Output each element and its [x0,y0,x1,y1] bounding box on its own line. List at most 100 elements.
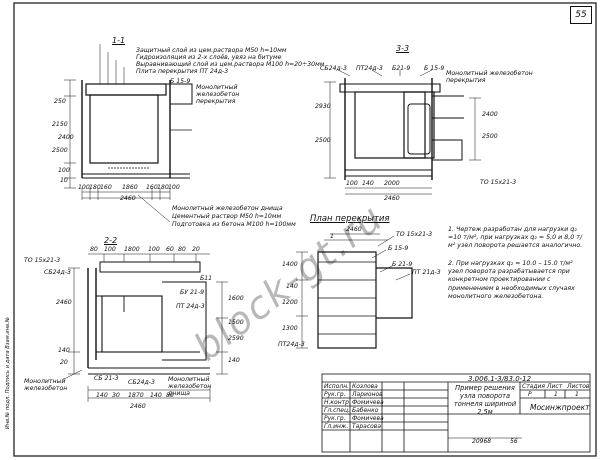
dim-bottom: 2000 [384,180,400,187]
bottom-ref: ТО 15x21-3 [480,179,517,186]
dim-total: 2460 [130,403,146,410]
staff-name: Бабенко [352,407,379,414]
dim-top: 2460 [346,226,362,233]
dim-left: 250 [54,98,66,105]
tb-value: Р [528,391,532,398]
staff-name: Тарасова [352,423,382,430]
dim-left: 2460 [56,299,72,306]
tb-value: 1 [554,391,558,398]
ref-label: Б 15-9 [424,65,445,72]
dim-bottom: 100 [168,184,180,191]
dim-top: 80 [178,246,186,253]
top-ref: ТО 15x21-3 [24,257,61,264]
ref-label: Б21-9 [392,65,411,72]
dim-right: 1500 [228,319,244,326]
slab-ref: Б 15-9 [170,78,191,85]
drawing-title: Пример решения узла поворота тоннеля шир… [453,384,517,416]
right-label: Монолитный железобетон перекрытия [196,84,240,105]
dim-top: 60 [166,246,174,253]
ref-label: Б11 [200,275,213,282]
ref-label: СБ24д-3 [128,379,155,386]
section-1-1-lines [64,44,193,223]
staff-name: Ларионов [352,391,383,398]
staff-role: Исполн. [324,383,350,390]
note-1: 1. Чертеж разработан для нагрузки q₂ =10… [448,226,583,250]
ref-label: ТО 15x21-3 [396,231,433,238]
section-3-3-title: 3-3 [396,44,410,53]
staff-role: Рук.гр. [324,415,346,422]
dim-left: 2400 [58,134,74,141]
dim-bottom: 30 [112,392,120,399]
layer-label: Плита перекрытия ПТ 24д-3 [136,68,229,75]
sheet-code: 3.006.1-3/83.0-12 [468,375,532,383]
ref-label: Б 15-9 [388,245,409,252]
staff-name: Козлова [352,383,378,390]
staff-role: Гл.спец. [324,407,350,414]
dim-left: 140 [58,347,70,354]
ref-label: ПТ 21д-3 [412,269,441,276]
tb-header: Стадия [522,383,546,390]
layer-label: Гидроизоляция из 2-х слоёв, увяз на биту… [136,54,282,61]
dim-left: 2500 [52,147,68,154]
dim-left: 1300 [282,325,298,332]
ref-label: ПТ24д-3 [356,65,383,72]
dim-right: 2500 [482,133,498,140]
dim-bottom: 180 [157,184,169,191]
org-name: Мосинжпроект [530,403,590,412]
dim-left: 2930 [315,103,331,110]
dim-bottom: 140 [96,392,108,399]
bottom-layer: Подготовка из бетона М100 h=100мм [172,221,296,228]
left-ref: СБ24д-3 [44,269,71,276]
dim-top: 80 [90,246,98,253]
dim-top: 100 [104,246,116,253]
staff-role: Рук.гр. [324,391,346,398]
tb-header: Листов [567,383,590,390]
section-3-3-lines [324,69,481,195]
dim-left: 2150 [52,121,68,128]
dim-total: 2460 [120,195,136,202]
staff-name: Фомичева [352,415,384,422]
ref-label: СБ24д-3 [320,65,347,72]
dim-left: 1400 [282,261,298,268]
dim-right: 1600 [228,295,244,302]
dim-top: 1800 [124,246,140,253]
dim-bottom: 100 [346,180,358,187]
dim-top: 100 [148,246,160,253]
dim-bottom: 160 [100,184,112,191]
section-2-2-lines [61,253,228,402]
layer-label: Защитный слой из цем.раствора М50 h=10мм [136,47,287,54]
staff-role: Гл.инж. [324,423,349,430]
dim-left: 2500 [315,137,331,144]
ref-label: Б 21-9 [392,261,413,268]
bottom-label: Монолитный железобетон днища [168,376,212,397]
layer-label: Выравнивающий слой из цем.раствора М100 … [136,61,325,68]
dim-total: 2460 [384,195,400,202]
bottom-layer: Цементный раствор М50 h=10мм [172,213,282,220]
sheet-small: 56 [510,438,518,445]
plan-title: План перекрытия [310,214,390,224]
dim-left: 140 [286,283,298,290]
inventory-number: 20968 [472,438,492,445]
ref-label: ПТ24д-3 [278,341,305,348]
dim-left: 1200 [282,299,298,306]
dim-bottom: 140 [362,180,374,187]
section-1-1-title: 1-1 [112,36,126,45]
dim-bottom: 160 [146,184,158,191]
dim-left: 20 [60,359,68,366]
section-2-2-title: 2-2 [104,236,118,245]
side-strip-text: Инв.№ подл. Подпись и дата Взам.инв.№ [5,316,11,430]
dim-bottom: 180 [89,184,101,191]
bottom-layer: Монолитный железобетон днища [172,205,283,212]
dim-top: 20 [192,246,200,253]
title-block: 3.006.1-3/83.0-12 Исполн. Козлова Рук.гр… [322,374,590,452]
title-block-grid [321,373,591,453]
dim-bottom: 100 [78,184,90,191]
dim-right: 2400 [482,111,498,118]
staff-role: Н.контр. [324,399,351,406]
slab-plan-lines [296,233,413,349]
dim-bottom: 1870 [128,392,144,399]
dim-bottom: 80 [166,392,174,399]
dim-top: 1 [330,233,334,240]
